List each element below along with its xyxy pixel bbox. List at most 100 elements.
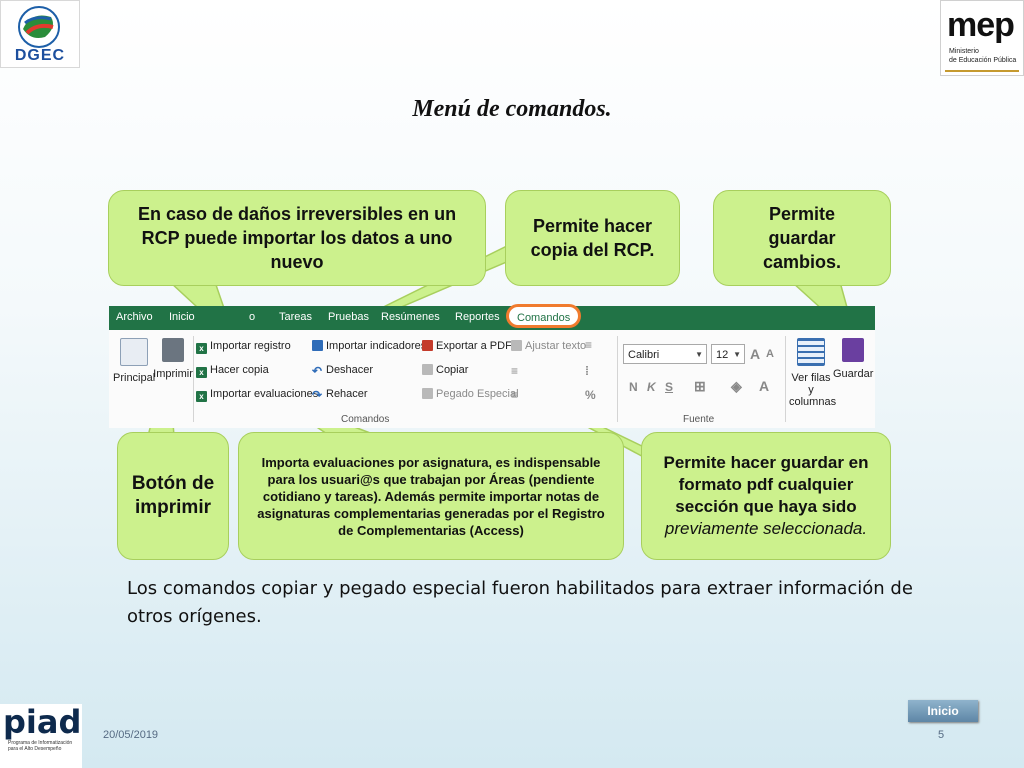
excel-icon: x xyxy=(196,367,207,378)
font-size-value: 12 xyxy=(716,349,729,361)
separator xyxy=(617,336,618,422)
pdf-icon xyxy=(422,340,433,351)
tab-pruebas[interactable]: Pruebas xyxy=(328,311,369,323)
footer-date: 20/05/2019 xyxy=(103,729,159,741)
separator xyxy=(785,336,786,422)
callout-pdf-italic: previamente seleccionada. xyxy=(664,519,868,538)
ver-filas-label: Ver filas y columnas xyxy=(789,372,837,408)
imprimir-label: Imprimir xyxy=(153,368,193,380)
tab-reportes[interactable]: Reportes xyxy=(455,311,500,323)
ajustar-texto-button[interactable]: Ajustar texto xyxy=(511,340,586,352)
grow-font-button[interactable]: A xyxy=(750,346,761,362)
inicio-button[interactable]: Inicio xyxy=(908,700,978,722)
importar-indicadores-button[interactable]: Importar indicadores xyxy=(312,340,426,352)
mep-underline xyxy=(945,70,1019,72)
callout-print: Botón de imprimir xyxy=(117,432,229,560)
comandos-group-label: Comandos xyxy=(341,414,390,425)
mep-logo: mep Ministerio de Educación Pública xyxy=(940,0,1024,76)
page-title: Menú de comandos. xyxy=(412,96,612,122)
import-icon xyxy=(312,340,323,351)
chevron-down-icon: ▼ xyxy=(695,350,703,359)
ribbon-tab-bar: Archivo Inicio o Tareas Pruebas Resúmene… xyxy=(109,304,875,330)
redo-icon: ↷ xyxy=(312,388,323,402)
body-paragraph: Los comandos copiar y pegado especial fu… xyxy=(127,578,913,627)
mep-subtitle: Ministerio de Educación Pública xyxy=(949,47,1016,65)
principal-label: Principal xyxy=(113,372,156,384)
deshacer-button[interactable]: ↶Deshacer xyxy=(312,364,373,377)
bold-button[interactable]: N xyxy=(629,380,638,394)
underline-button[interactable]: S xyxy=(665,380,674,394)
callout-save: Permite guardar cambios. xyxy=(713,190,891,286)
page-number: 5 xyxy=(938,729,945,741)
dgec-emblem-icon xyxy=(18,6,60,48)
ajustar-texto-label: Ajustar texto xyxy=(525,340,587,352)
tab-archivo[interactable]: Archivo xyxy=(116,311,153,323)
piad-logo: piad Programa de Informatización para el… xyxy=(0,704,82,768)
indent-icon[interactable]: ≡ xyxy=(511,388,519,402)
rehacer-button[interactable]: ↷Rehacer xyxy=(312,388,368,401)
tab-comandos[interactable]: Comandos xyxy=(506,304,582,328)
printer-icon xyxy=(162,338,184,362)
tab-resumenes[interactable]: Resúmenes xyxy=(381,311,440,323)
callout-pdf: Permite hacer guardar en formato pdf cua… xyxy=(641,432,891,560)
piad-subtitle: Programa de Informatización para el Alto… xyxy=(8,740,72,752)
tab-inicio[interactable]: Inicio xyxy=(169,311,195,323)
font-name-value: Calibri xyxy=(628,349,660,361)
guardar-button[interactable]: Guardar xyxy=(833,338,873,380)
copiar-button[interactable]: Copiar xyxy=(422,364,468,376)
decimal-icon[interactable]: ⁞ xyxy=(585,364,589,378)
piad-subtitle-line2: para el Alto Desempeño xyxy=(8,746,62,752)
exportar-pdf-label: Exportar a PDF xyxy=(436,340,512,352)
imprimir-button[interactable]: Imprimir xyxy=(151,338,195,380)
undo-icon: ↶ xyxy=(312,364,323,378)
separator xyxy=(193,336,194,422)
deshacer-label: Deshacer xyxy=(326,364,374,376)
font-name-select[interactable]: Calibri ▼ xyxy=(623,344,707,364)
mep-wordmark: mep xyxy=(947,6,1015,44)
importar-indicadores-label: Importar indicadores xyxy=(326,340,427,352)
excel-icon: x xyxy=(196,343,207,354)
principal-button[interactable]: Principal xyxy=(113,338,155,384)
wrap-text-icon xyxy=(511,340,522,351)
save-icon xyxy=(842,338,864,362)
principal-icon xyxy=(120,338,148,366)
dgec-wordmark: DGEC xyxy=(14,47,66,64)
pegado-especial-label: Pegado Especial xyxy=(436,388,519,400)
rehacer-label: Rehacer xyxy=(326,388,368,400)
font-size-select[interactable]: 12 ▼ xyxy=(711,344,745,364)
piad-wordmark: piad xyxy=(3,703,82,741)
hacer-copia-label: Hacer copia xyxy=(210,364,269,376)
copy-icon xyxy=(422,364,433,375)
align-icon[interactable]: ≡ xyxy=(585,338,593,352)
mep-subtitle-line2: de Educación Pública xyxy=(949,57,1017,64)
copiar-label: Copiar xyxy=(436,364,469,376)
importar-registro-label: Importar registro xyxy=(210,340,291,352)
exportar-pdf-button[interactable]: Exportar a PDF xyxy=(422,340,512,352)
dgec-logo: DGEC xyxy=(0,0,80,68)
excel-icon: x xyxy=(196,391,207,402)
shrink-font-button[interactable]: A xyxy=(766,348,774,360)
tab-tareas[interactable]: Tareas xyxy=(279,311,313,323)
importar-evaluaciones-label: Importar evaluaciones xyxy=(210,388,319,400)
piad-subtitle-line1: Programa de Informatización xyxy=(8,740,73,746)
percent-icon[interactable]: % xyxy=(585,388,596,402)
pegado-especial-button[interactable]: Pegado Especial xyxy=(422,388,519,400)
italic-button[interactable]: K xyxy=(647,380,656,394)
mep-subtitle-line1: Ministerio xyxy=(949,48,979,55)
grid-icon xyxy=(797,338,825,366)
chevron-down-icon: ▼ xyxy=(733,350,741,359)
paste-icon xyxy=(422,388,433,399)
tab-partial[interactable]: o xyxy=(249,311,256,323)
fill-color-icon[interactable]: ◈ xyxy=(731,378,742,394)
align-left-icon[interactable]: ≡ xyxy=(511,364,519,378)
borders-icon[interactable]: ⊞ xyxy=(694,378,706,394)
callout-copy-rcp: Permite hacer copia del RCP. xyxy=(505,190,680,286)
font-color-button[interactable]: A xyxy=(759,378,770,394)
ver-filas-columnas-button[interactable]: Ver filas y columnas xyxy=(789,338,837,408)
callout-pdf-main: Permite hacer guardar en formato pdf cua… xyxy=(663,453,869,516)
callout-import-rcp: En caso de daños irreversibles en un RCP… xyxy=(108,190,486,286)
